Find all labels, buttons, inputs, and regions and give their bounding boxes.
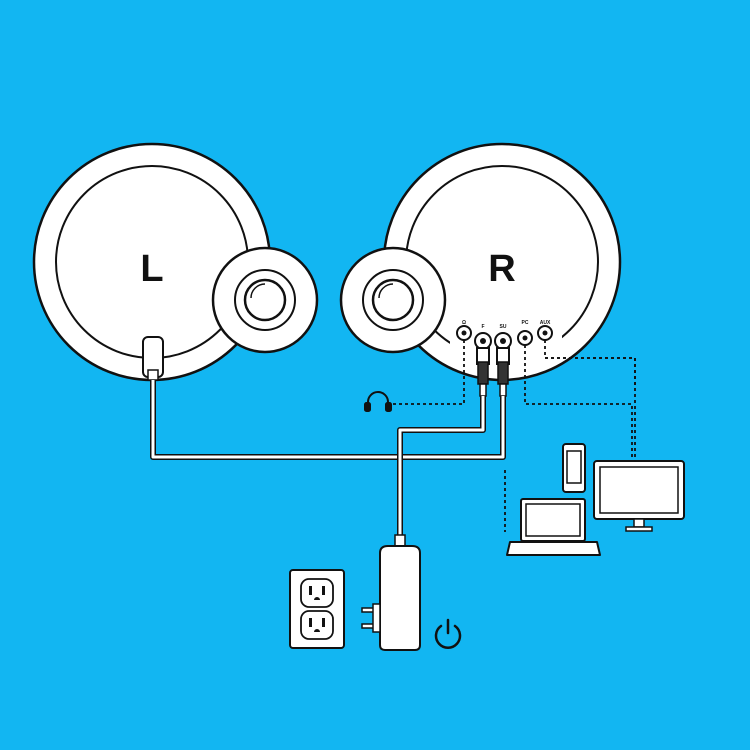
plug-sub [496,347,510,397]
port-headphone-label: Ω [462,320,466,326]
power-button-icon [434,618,462,649]
cable-left-speaker [150,380,506,460]
plug-f [476,347,490,397]
right-speaker-label: R [488,248,515,290]
port-f-label: F [481,324,484,330]
wall-outlet-icon [289,569,345,649]
power-adapter-icon [361,534,421,651]
link-pc [524,345,633,462]
port-headphone[interactable]: Ω [456,320,472,341]
cable-power [397,396,486,548]
headphones-icon [364,391,392,412]
port-pc-label: PC [522,320,529,326]
port-aux-label: AUX [540,320,551,326]
right-tweeter [339,246,447,354]
port-sub-label: SU [500,324,507,330]
desktop-monitor-icon [593,460,685,532]
port-aux[interactable]: AUX [537,320,553,341]
dotted-links-2 [545,357,636,462]
laptop-icon [506,498,601,556]
left-speaker-label: L [140,248,163,290]
left-tweeter [211,246,319,354]
phone-icon [562,443,586,493]
left-speaker-plug [142,336,164,381]
